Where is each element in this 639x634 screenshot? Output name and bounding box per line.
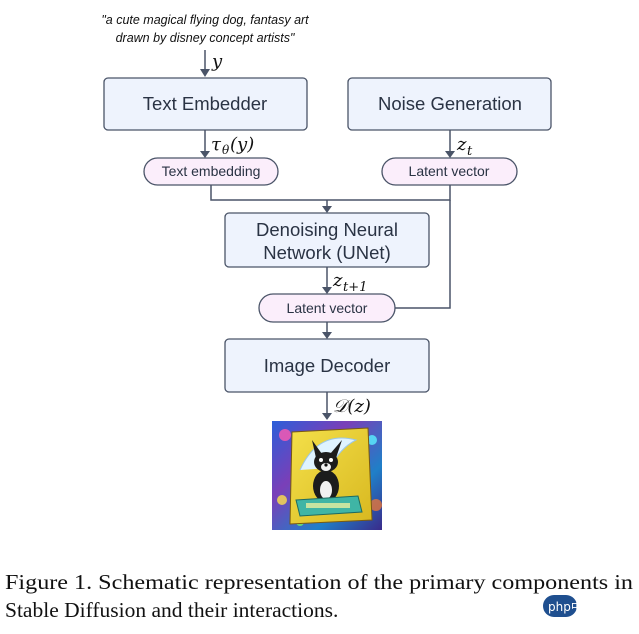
tau-argument: (y): [230, 134, 254, 155]
noise-generation-label: Noise Generation: [378, 93, 522, 114]
generated-dog-image: [272, 421, 382, 530]
zt-symbol: z: [456, 134, 467, 155]
image-decoder-label: Image Decoder: [264, 355, 390, 376]
figure-caption-line-2: Stable Diffusion and their interactions.: [5, 598, 338, 622]
figure-caption-line-1: Figure 1. Schematic representation of th…: [5, 570, 633, 594]
tau-symbol: τ: [211, 134, 222, 155]
prompt-line-1: "a cute magical flying dog, fantasy art: [101, 13, 309, 27]
edge-label-tau: τ θ (y): [211, 134, 254, 157]
connector-text-embedding-to-unet: [210, 185, 451, 201]
arrowhead: [445, 151, 455, 158]
text-embedder-label: Text Embedder: [143, 93, 267, 114]
latent-vector-bottom-label: Latent vector: [287, 300, 368, 316]
latent-vector-top-label: Latent vector: [409, 163, 490, 179]
tau-subscript: θ: [222, 143, 230, 157]
arrowhead: [322, 287, 332, 294]
arrowhead: [322, 206, 332, 213]
arrowhead: [200, 151, 210, 158]
unet-label-line-2: Network (UNet): [263, 242, 390, 263]
arrowhead: [322, 332, 332, 339]
unet-label-line-1: Denoising Neural: [256, 219, 398, 240]
edge-label-y: y: [211, 51, 223, 72]
arrowhead: [322, 413, 332, 420]
edge-label-decoder-output: 𝒟(z): [333, 396, 371, 417]
zt-subscript: t: [467, 144, 473, 159]
edge-label-zt1: z t+1: [332, 270, 367, 295]
feedback-loop-line: [395, 200, 451, 309]
php-watermark: php中文网: [538, 591, 637, 621]
edge-label-zt: z t: [456, 134, 473, 159]
text-embedding-label: Text embedding: [162, 163, 261, 179]
prompt-line-2: drawn by disney concept artists": [116, 31, 295, 45]
zt1-subscript: t+1: [343, 280, 367, 295]
watermark-text: php中文网: [548, 599, 607, 614]
arrowhead: [200, 69, 210, 77]
zt1-symbol: z: [332, 270, 343, 291]
